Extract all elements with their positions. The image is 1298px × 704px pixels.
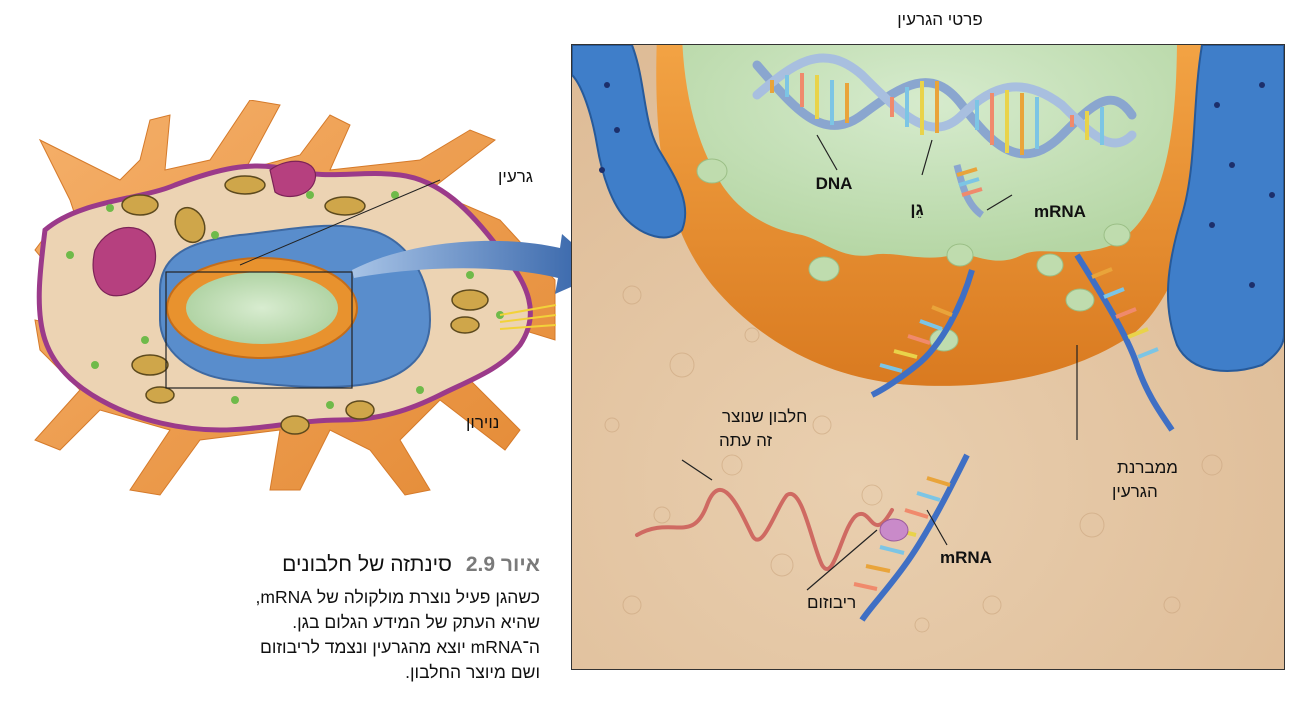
new-protein bbox=[635, 488, 894, 571]
mrna-strands-exiting bbox=[870, 253, 1175, 432]
vesicles bbox=[66, 191, 504, 409]
er-left bbox=[572, 45, 687, 239]
er-right bbox=[1166, 45, 1284, 372]
er-ribosome-dots bbox=[599, 82, 1275, 288]
ribosome-mrna bbox=[853, 453, 970, 622]
golgi bbox=[92, 160, 317, 297]
cytoplasm-texture bbox=[604, 285, 1223, 633]
nucleus-interior bbox=[186, 272, 338, 344]
detail-panel: DNA גֵן mRNA חלבון שנוצר זה עתה ממברנת ה… bbox=[571, 44, 1285, 670]
detail-panel-title: פרטי הגרעין bbox=[897, 10, 983, 29]
nucleus-leader-line bbox=[239, 179, 441, 266]
zoom-arrow bbox=[352, 234, 605, 294]
membrane-label-line2: הגרעין bbox=[1112, 482, 1158, 501]
mrna-label-bottom: mRNA bbox=[940, 548, 992, 567]
membrane-label-line1: ממברנת bbox=[1117, 458, 1178, 477]
dna-label: DNA bbox=[816, 174, 853, 193]
figure-caption-text: כשהגן פעיל נוצרת מולקולה של mRNA, שהיא ה… bbox=[255, 587, 540, 682]
nuclear-pores bbox=[696, 158, 1131, 352]
figure-caption: איור 2.9 סינתזה של חלבונים כשהגן פעיל נוצ… bbox=[238, 551, 540, 685]
leader-lines bbox=[681, 134, 1078, 591]
mrna-label-top: mRNA bbox=[1034, 202, 1086, 221]
mitochondria bbox=[121, 175, 489, 435]
neuron-illustration bbox=[34, 100, 557, 496]
gene-label: גֵן bbox=[910, 200, 923, 219]
ribosome bbox=[879, 518, 909, 542]
protein-label-line1: חלבון שנוצר bbox=[722, 407, 807, 426]
axon bbox=[499, 304, 557, 330]
ribosome-label: ריבוזום bbox=[807, 593, 856, 612]
dna-helix bbox=[752, 53, 1137, 218]
figure-title: סינתזה של חלבונים bbox=[282, 553, 452, 576]
detail-illustration: DNA גֵן mRNA חלבון שנוצר זה עתה ממברנת ה… bbox=[572, 45, 1284, 669]
figure-number: איור 2.9 bbox=[465, 553, 540, 576]
zoom-box bbox=[165, 271, 353, 389]
protein-label-line2: זה עתה bbox=[719, 431, 773, 450]
figure-title-row: איור 2.9 סינתזה של חלבונים bbox=[238, 551, 540, 579]
